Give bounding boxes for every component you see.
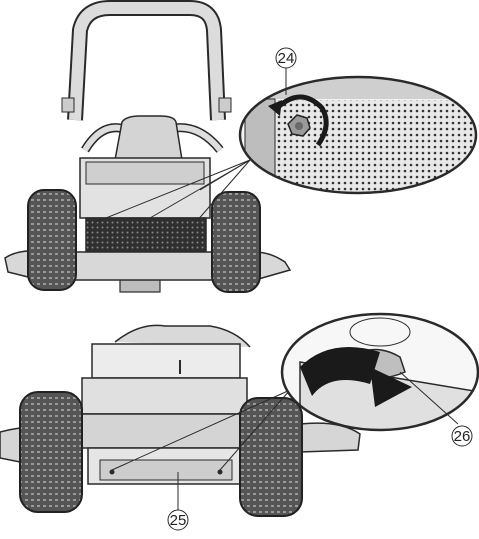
left-rear-tire	[27, 189, 77, 291]
callout-25: 25	[167, 472, 189, 531]
seat	[114, 324, 251, 348]
rear-body	[81, 343, 248, 485]
right-rear-tire	[211, 191, 261, 293]
right-rear-tire	[239, 397, 303, 517]
zoom-detail-hood-bolt	[238, 75, 478, 195]
callout-label-25: 25	[170, 512, 187, 529]
callout-label-26: 26	[454, 428, 471, 445]
mower-rear-illustration: 24	[4, 0, 478, 293]
left-rear-tire	[19, 391, 83, 513]
figure-rear-view-hood-bolts: 24	[4, 0, 478, 293]
leader-lines	[95, 159, 251, 223]
rotate-arrow-icon	[273, 94, 329, 147]
seat	[81, 115, 224, 161]
callout-26: 26	[399, 371, 473, 447]
zoom-detail-fastener	[280, 312, 479, 432]
callout-24: 24	[275, 47, 297, 95]
rotate-arrow-large-icon	[300, 347, 380, 396]
leader-lines	[111, 389, 291, 471]
bolt-icon	[287, 114, 311, 137]
figure-rear-view-panel-fasteners: 25 26	[0, 312, 479, 539]
mower-rear-lower-illustration: 25 26	[0, 312, 479, 531]
roll-bar	[61, 0, 232, 121]
callout-label-24: 24	[278, 50, 295, 67]
